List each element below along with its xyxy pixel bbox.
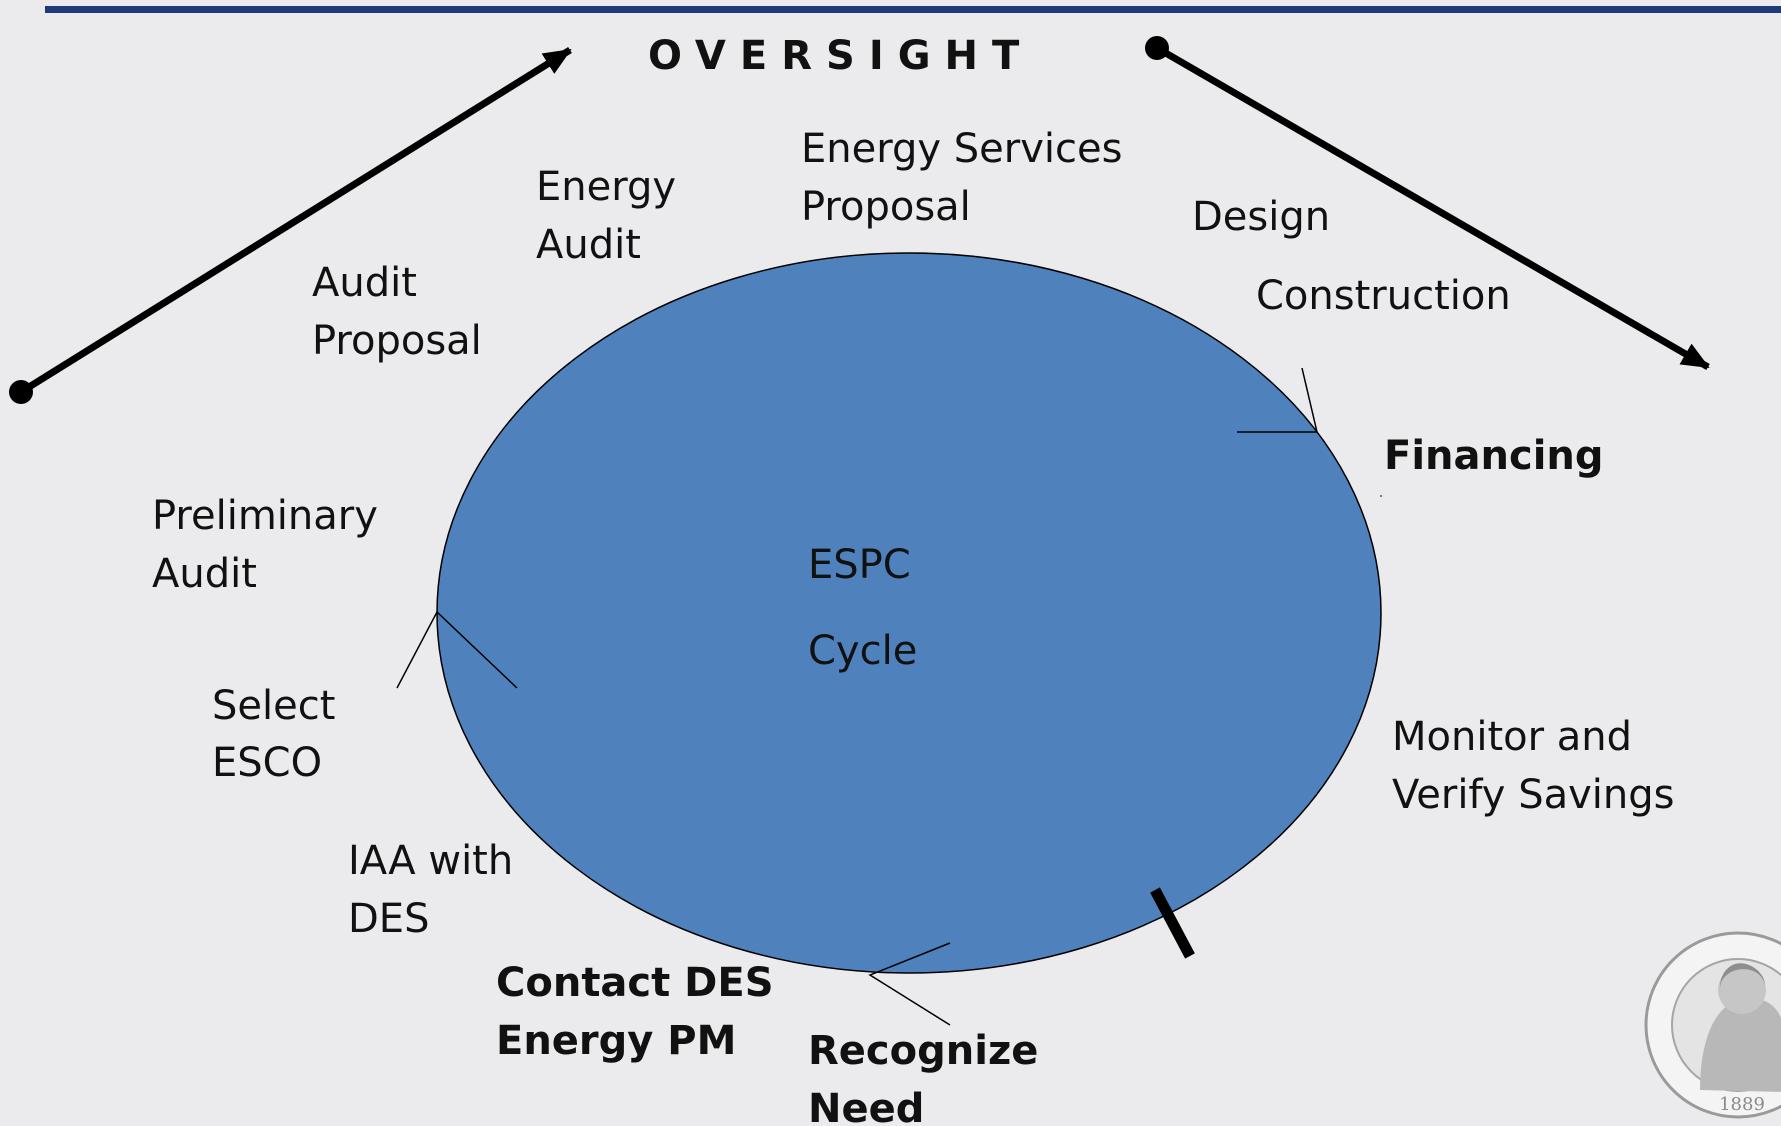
svg-text:Select: Select: [212, 683, 335, 729]
step-energy-audit: Energy Audit: [536, 164, 676, 268]
svg-text:Contact DES: Contact DES: [496, 960, 774, 1006]
step-financing: Financing: [1384, 433, 1604, 479]
svg-text:Design: Design: [1192, 194, 1330, 240]
svg-text:Energy: Energy: [536, 164, 676, 210]
step-select-esco: Select ESCO: [212, 683, 335, 786]
oversight-right-arrow: [1145, 36, 1710, 371]
svg-text:Audit: Audit: [312, 260, 417, 306]
step-iaa-with-des: IAA with DES: [348, 838, 513, 942]
tick-monitor-thick: [1150, 887, 1195, 959]
svg-text:IAA with: IAA with: [348, 838, 513, 884]
tick-select-esco: [396, 610, 518, 689]
step-monitor-verify-savings: Monitor and Verify Savings: [1392, 714, 1674, 818]
svg-text:Energy Services: Energy Services: [801, 126, 1122, 172]
svg-text:ESCO: ESCO: [212, 740, 322, 786]
dot-mark: [1380, 495, 1382, 497]
tick-recognize-need: [868, 942, 951, 1026]
svg-text:Preliminary: Preliminary: [152, 493, 378, 539]
svg-text:1889: 1889: [1719, 1094, 1765, 1115]
svg-text:Audit: Audit: [536, 222, 641, 268]
step-preliminary-audit: Preliminary Audit: [152, 493, 378, 597]
cycle-tick-marks: [396, 367, 1318, 1026]
svg-text:DES: DES: [348, 896, 429, 942]
svg-text:Financing: Financing: [1384, 433, 1604, 479]
step-energy-services-proposal: Energy Services Proposal: [801, 126, 1122, 230]
svg-text:Audit: Audit: [152, 551, 257, 597]
oversight-left-arrow: [9, 47, 572, 404]
oversight-title: OVERSIGHT: [648, 33, 1033, 79]
step-construction: Construction: [1256, 273, 1511, 319]
step-recognize-need: Recognize Need: [808, 1028, 1038, 1126]
svg-text:Construction: Construction: [1256, 273, 1511, 319]
svg-text:Verify Savings: Verify Savings: [1392, 772, 1674, 818]
espc-cycle-ellipse: [436, 252, 1382, 974]
top-rule: [45, 6, 1781, 13]
state-seal-logo: 1889: [1644, 931, 1781, 1119]
svg-text:Proposal: Proposal: [312, 318, 482, 364]
svg-text:Recognize: Recognize: [808, 1028, 1038, 1074]
tick-construction: [1237, 367, 1318, 433]
svg-text:Proposal: Proposal: [801, 184, 971, 230]
svg-text:Need: Need: [808, 1086, 924, 1126]
center-label-2: Cycle: [808, 628, 917, 674]
step-design: Design: [1192, 194, 1330, 240]
svg-text:Energy PM: Energy PM: [496, 1018, 736, 1064]
step-contact-des-energy-pm: Contact DES Energy PM: [496, 960, 774, 1064]
step-audit-proposal: Audit Proposal: [312, 260, 482, 364]
center-label-1: ESPC: [808, 542, 911, 588]
svg-text:Monitor and: Monitor and: [1392, 714, 1632, 760]
